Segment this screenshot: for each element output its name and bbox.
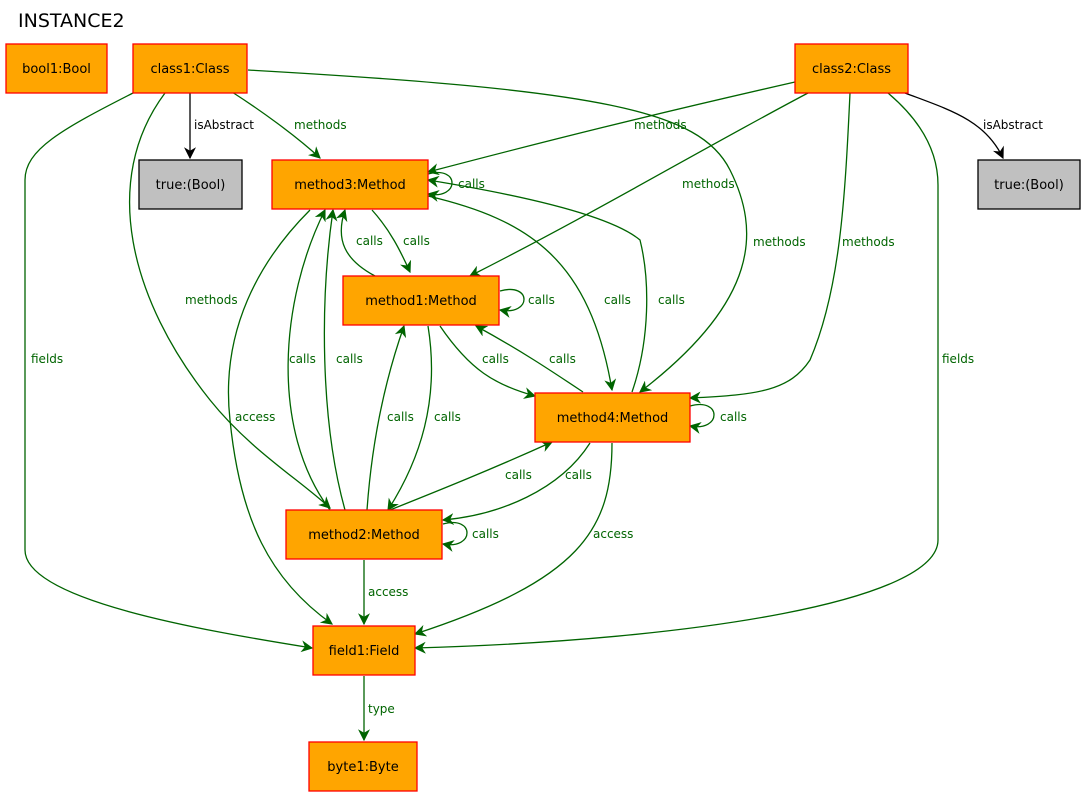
edge-method3-calls-method4 — [427, 195, 617, 392]
edge-class2-isabstract — [904, 92, 1004, 160]
edge-label-fields-1: fields — [31, 352, 63, 366]
node-true-2[interactable]: true:(Bool) — [977, 159, 1081, 210]
edge-class2-methods-method4 — [688, 92, 851, 404]
edge-label-calls-12: calls — [434, 410, 461, 424]
edge-label-calls-3: calls — [403, 234, 430, 248]
edge-label-calls-7: calls — [289, 352, 316, 366]
edge-method4-calls-method3 — [426, 175, 648, 393]
edge-method2-calls-method3-a — [287, 208, 331, 511]
edge-method4-access-field1 — [413, 442, 613, 637]
edge-label-methods-6: methods — [185, 293, 238, 307]
node-field1[interactable]: field1:Field — [312, 625, 416, 676]
edge-label-isabstract-2: isAbstract — [983, 118, 1043, 132]
node-class1[interactable]: class1:Class — [132, 43, 248, 94]
edge-label-methods-1: methods — [294, 118, 347, 132]
edge-label-methods-4: methods — [753, 235, 806, 249]
node-class2-label: class2:Class — [812, 62, 891, 77]
edge-method2-calls-method4 — [389, 440, 554, 511]
node-method3-label: method3:Method — [294, 178, 406, 193]
edge-method3-self-calls — [426, 171, 453, 202]
node-method1-label: method1:Method — [365, 294, 477, 309]
node-bool1-label: bool1:Bool — [22, 62, 91, 77]
edge-class1-methods-method2 — [128, 92, 331, 509]
edge-label-calls-16: calls — [472, 527, 499, 541]
node-method4-label: method4:Method — [557, 411, 669, 426]
edge-method3-calls-method1 — [371, 209, 411, 274]
diagram-title: INSTANCE2 — [18, 10, 125, 32]
edge-label-isabstract-1: isAbstract — [194, 118, 254, 132]
edge-method1-calls-method4 — [439, 325, 537, 399]
edge-label-methods-3: methods — [682, 177, 735, 191]
edge-label-calls-10: calls — [549, 352, 576, 366]
node-method2-label: method2:Method — [308, 528, 420, 543]
edge-label-access-3: access — [368, 585, 408, 599]
edge-label-fields-2: fields — [942, 352, 974, 366]
node-class1-label: class1:Class — [150, 62, 229, 77]
edge-label-calls-1: calls — [458, 177, 485, 191]
node-method4[interactable]: method4:Method — [534, 392, 691, 443]
edge-class2-methods-method3 — [426, 81, 796, 176]
edge-method4-calls-method2 — [441, 442, 591, 526]
edge-label-calls-6: calls — [658, 293, 685, 307]
edge-method4-calls-method1 — [474, 325, 584, 393]
edge-class1-methods-method3 — [231, 91, 321, 159]
node-byte1[interactable]: byte1:Byte — [308, 741, 418, 792]
edge-label-calls-9: calls — [482, 352, 509, 366]
edge-label-calls-13: calls — [720, 410, 747, 424]
edge-label-access-2: access — [593, 527, 633, 541]
edge-label-methods-5: methods — [842, 235, 895, 249]
node-true-1-label: true:(Bool) — [156, 178, 226, 193]
node-method1[interactable]: method1:Method — [342, 275, 500, 326]
node-class2[interactable]: class2:Class — [794, 43, 909, 94]
edge-label-methods-2: methods — [634, 118, 687, 132]
edge-label-calls-14: calls — [505, 468, 532, 482]
edge-method4-self-calls — [688, 403, 715, 434]
edge-method2-self-calls — [441, 521, 468, 552]
edge-label-calls-4: calls — [528, 293, 555, 307]
edge-method1-self-calls — [498, 288, 525, 318]
edge-label-calls-15: calls — [565, 468, 592, 482]
edge-label-calls-8: calls — [336, 352, 363, 366]
node-field1-label: field1:Field — [329, 644, 400, 659]
edge-label-access-1: access — [235, 410, 275, 424]
edge-method1-calls-method3 — [335, 208, 376, 277]
edge-class1-fields — [24, 91, 314, 653]
node-byte1-label: byte1:Byte — [327, 760, 398, 775]
node-method3[interactable]: method3:Method — [271, 159, 429, 210]
edge-label-calls-5: calls — [604, 293, 631, 307]
edge-label-type: type — [368, 702, 395, 716]
edge-label-calls-11: calls — [387, 410, 414, 424]
edge-method2-calls-method3-b — [323, 208, 346, 511]
edge-class1-methods-method4 — [247, 69, 748, 393]
node-true-2-label: true:(Bool) — [994, 178, 1064, 193]
node-bool1[interactable]: bool1:Bool — [5, 43, 108, 94]
edge-method3-access-field1 — [227, 209, 333, 625]
edge-class2-fields — [413, 92, 939, 654]
edge-method2-calls-method1 — [366, 324, 407, 511]
edge-class2-methods-method1 — [468, 92, 809, 277]
node-true-1[interactable]: true:(Bool) — [138, 159, 243, 210]
edge-label-calls-2: calls — [356, 234, 383, 248]
edge-method1-calls-method2 — [387, 325, 433, 512]
node-method2[interactable]: method2:Method — [285, 509, 443, 560]
